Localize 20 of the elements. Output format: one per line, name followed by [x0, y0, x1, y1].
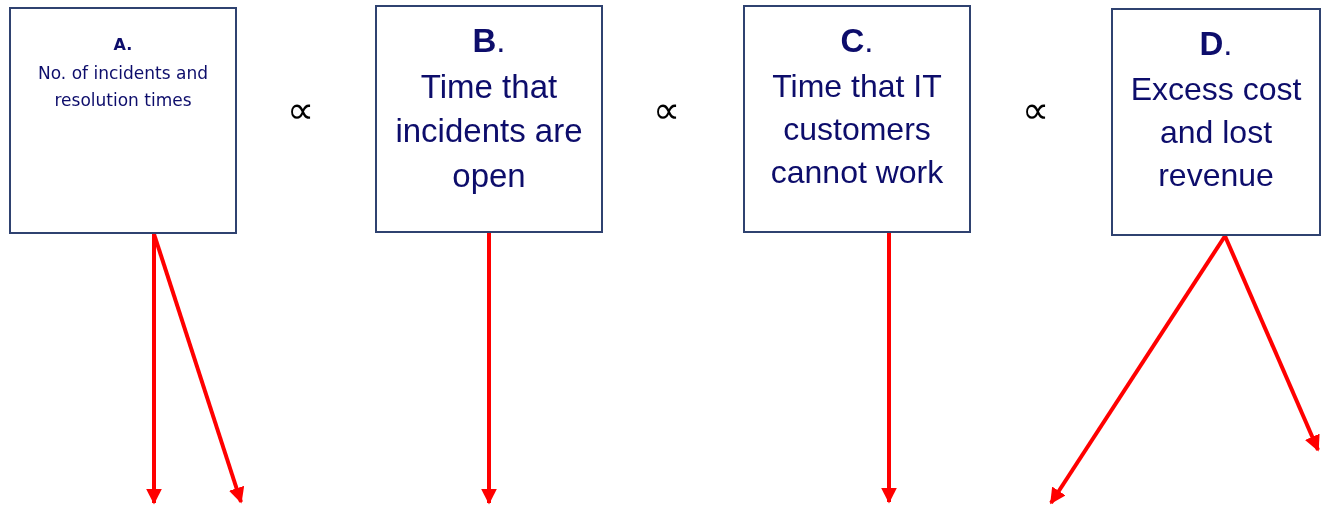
arrow: [881, 233, 897, 504]
heading: A.: [112, 35, 134, 55]
proportional-symbol: ∝: [653, 91, 681, 129]
arrow: [1223, 235, 1320, 452]
arrow: [481, 233, 497, 505]
heading: B.: [471, 21, 507, 61]
description: Time that incidents are open: [394, 66, 584, 196]
arrow: [146, 234, 162, 505]
heading: D.: [1198, 24, 1234, 64]
proportional-symbol: ∝: [287, 91, 315, 129]
text-box: [9, 7, 237, 234]
text-box: [743, 5, 971, 233]
text-box: [1111, 8, 1321, 236]
arrow: [1049, 234, 1227, 505]
proportional-symbol: ∝: [1022, 91, 1050, 129]
heading: C.: [839, 21, 875, 61]
description: Time that IT customers cannot work: [769, 66, 945, 192]
description: No. of incidents and resolution times: [37, 62, 209, 113]
text-box: [375, 5, 603, 233]
description: Excess cost and lost revenue: [1129, 69, 1303, 195]
